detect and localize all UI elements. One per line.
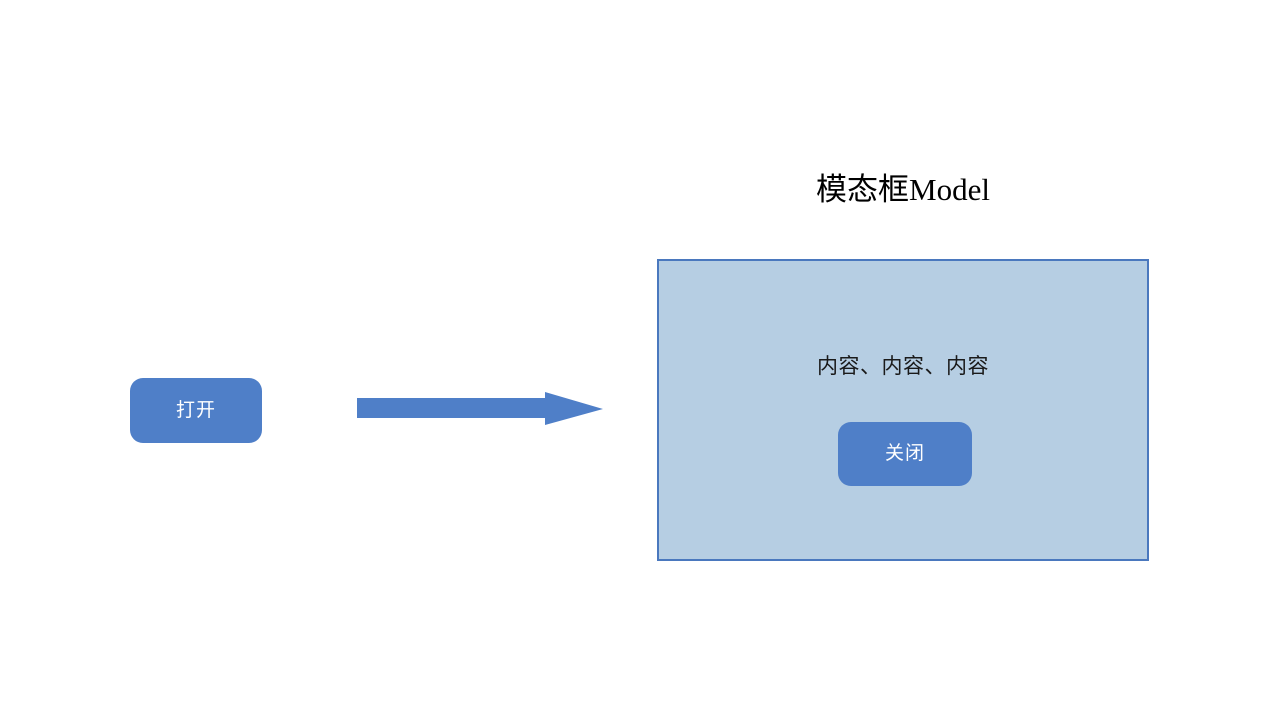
modal-dialog: 内容、内容、内容 关闭: [657, 259, 1149, 561]
modal-body-text: 内容、内容、内容: [817, 354, 989, 378]
close-modal-button[interactable]: 关闭: [838, 422, 972, 486]
arrow-right-shape: [357, 392, 603, 425]
open-modal-button[interactable]: 打开: [130, 378, 262, 443]
modal-title: 模态框Model: [816, 172, 990, 207]
arrow-right-icon: [352, 386, 608, 432]
